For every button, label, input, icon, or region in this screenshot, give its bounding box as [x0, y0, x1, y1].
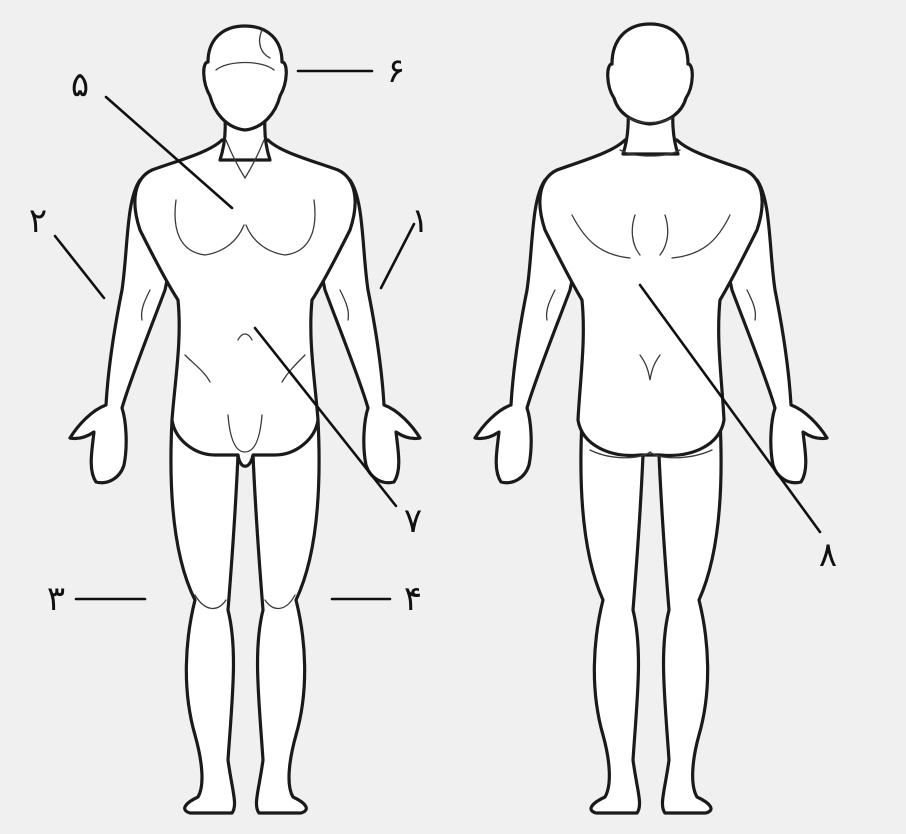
label-1: ۱ [411, 201, 429, 241]
front-head [202, 24, 288, 132]
leader-line-5 [104, 95, 234, 210]
front-left-arm [68, 178, 173, 485]
front-right-arm [317, 178, 422, 485]
back-left-arm [473, 178, 578, 485]
label-6: ۶ [387, 51, 405, 91]
label-2: ۲ [29, 201, 47, 241]
label-8: ۸ [819, 535, 837, 575]
front-left-leg [169, 418, 240, 815]
label-5: ۵ [71, 65, 89, 105]
back-left-leg [579, 418, 645, 815]
label-4: ۴ [404, 579, 422, 619]
leader-line-8 [638, 283, 822, 534]
leader-line-1 [379, 222, 416, 290]
label-3: ۳ [47, 579, 65, 619]
label-7: ۷ [404, 501, 422, 541]
back-figure [473, 22, 829, 815]
front-torso [133, 138, 357, 468]
back-right-leg [657, 418, 723, 815]
leader-line-2 [53, 234, 106, 300]
leader-line-7 [253, 326, 398, 508]
front-figure [68, 24, 422, 815]
back-right-arm [724, 178, 829, 485]
front-right-leg [251, 418, 321, 815]
front-neck [218, 116, 272, 162]
back-head [606, 22, 694, 126]
